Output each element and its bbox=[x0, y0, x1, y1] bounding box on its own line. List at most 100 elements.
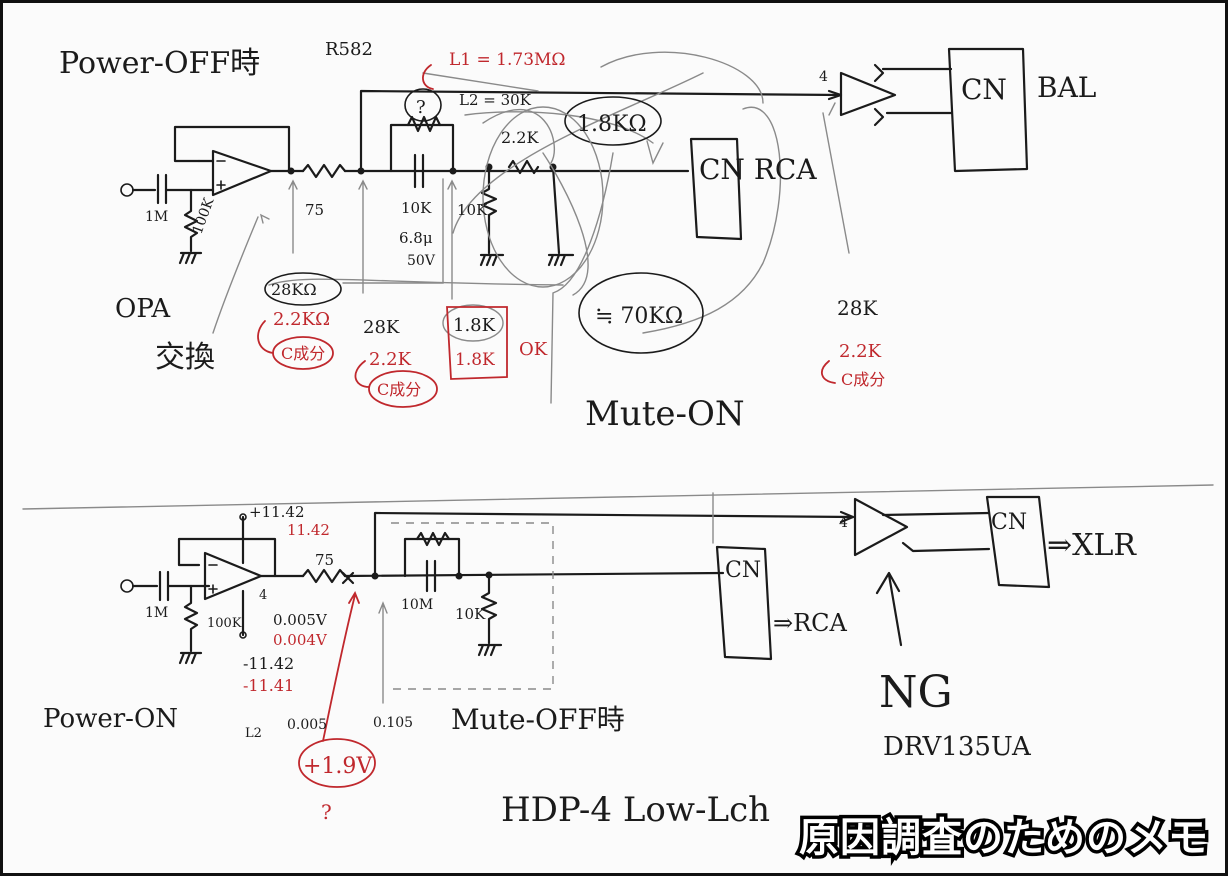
resistor-100k-icon bbox=[183, 584, 199, 653]
ground-icon bbox=[479, 253, 505, 267]
cn-rca-label: CN RCA bbox=[699, 153, 817, 186]
model-label: HDP-4 Low-Lch bbox=[501, 790, 770, 830]
circle-28k bbox=[264, 272, 342, 306]
ng-arrow-icon bbox=[875, 571, 903, 647]
section-divider bbox=[22, 484, 1214, 510]
mute-off-label: Mute-OFF時 bbox=[451, 703, 625, 736]
c-comp-2-label: C成分 bbox=[377, 380, 421, 399]
plus-19v-label: +1.9V bbox=[303, 754, 373, 779]
question-mark: ? bbox=[416, 97, 426, 118]
rca-arrow-label: ⇒RCA bbox=[773, 609, 848, 637]
vminus-label: -11.42 bbox=[243, 654, 294, 673]
vout-label: 0.005V bbox=[273, 611, 328, 629]
resistor-10k-icon bbox=[480, 573, 498, 645]
top-circuit bbox=[120, 47, 1029, 408]
cap10m-label: 10M bbox=[401, 597, 433, 613]
bottom-circuit bbox=[120, 492, 1051, 788]
resistor-10k-icon bbox=[480, 165, 498, 255]
top-title: Power-OFF時 bbox=[59, 46, 260, 81]
vout-red-label: 0.004V bbox=[273, 631, 328, 649]
vminus-red-label: -11.41 bbox=[243, 676, 294, 695]
capacitor-10m-icon bbox=[425, 559, 437, 593]
r1m-b-label: 1M bbox=[145, 605, 168, 621]
connector-xlr-icon bbox=[985, 495, 1051, 589]
xlr-arrow-label: ⇒XLR bbox=[1047, 528, 1137, 563]
r100k-b-label: 100K bbox=[207, 616, 242, 631]
l2-b-value: 0.005 bbox=[287, 717, 327, 733]
connector-rca-icon bbox=[715, 545, 773, 661]
m28k-label: 28K bbox=[363, 317, 400, 338]
v105-label: 0.105 bbox=[373, 715, 413, 731]
opamp-icon bbox=[203, 551, 263, 601]
cn-rca-b-label: CN bbox=[725, 558, 761, 583]
m1-8k-label: 1.8K bbox=[453, 315, 496, 336]
circle-1-8k bbox=[564, 96, 662, 146]
power-on-label: Power-ON bbox=[43, 704, 178, 734]
question-circle bbox=[404, 88, 442, 122]
mute-on-label: Mute-ON bbox=[585, 394, 745, 434]
approx-70k-label: ≒ 70KΩ bbox=[595, 304, 683, 329]
ground-icon bbox=[477, 643, 503, 657]
connector-rca-icon bbox=[689, 137, 743, 241]
capacitor-6-8u-icon bbox=[413, 153, 425, 189]
red-c-circle-2 bbox=[368, 370, 438, 408]
r75-b-label: 75 bbox=[315, 551, 334, 569]
m28k-ohm-label: 28KΩ bbox=[271, 280, 317, 299]
xlr-driver-icon bbox=[853, 497, 909, 557]
circle-loop bbox=[482, 106, 604, 288]
resistor-100k-icon bbox=[183, 188, 199, 253]
c-comp-1-label: C成分 bbox=[281, 344, 325, 363]
cn-xlr-label: CN bbox=[991, 510, 1027, 535]
ground-icon bbox=[547, 253, 575, 267]
connector-bal-icon bbox=[947, 47, 1029, 173]
pin4-xlr-label: 4 bbox=[839, 515, 848, 531]
r10k-b2-label: 10K bbox=[455, 605, 486, 623]
schematic-drawing bbox=[22, 47, 1214, 788]
c-comp-3-label: C成分 bbox=[841, 370, 885, 389]
exchange-label: 交換 bbox=[155, 340, 215, 375]
m28k-right-label: 28K bbox=[837, 296, 878, 320]
r100k-label: 100K bbox=[190, 195, 218, 236]
ng-label: NG bbox=[879, 667, 953, 718]
circle-70k bbox=[578, 272, 704, 354]
r2-2k-label: 2.2K bbox=[501, 128, 539, 147]
opa-label: OPA bbox=[115, 294, 171, 324]
r1m-label: 1M bbox=[145, 209, 168, 225]
circle-1-8k-measure bbox=[442, 304, 504, 342]
ok-label: OK bbox=[519, 339, 548, 360]
part-label: DRV135UA bbox=[883, 732, 1032, 762]
m2-2k-red-label: 2.2KΩ bbox=[273, 309, 330, 330]
cn-bal-label: CN bbox=[961, 73, 1007, 106]
r10k-a-label: 10K bbox=[401, 199, 432, 217]
resistor-parallel-icon bbox=[415, 531, 451, 547]
question-red-label: ? bbox=[321, 800, 332, 824]
l2-label: L2 = 30K bbox=[459, 91, 532, 109]
vplus-label: +11.42 bbox=[249, 503, 305, 521]
opamp-icon bbox=[211, 149, 273, 197]
l2-b-label: L2 bbox=[245, 726, 262, 741]
pin4-b-label: 4 bbox=[259, 588, 267, 603]
mute-box bbox=[391, 522, 554, 690]
balanced-driver-icon bbox=[839, 71, 897, 117]
resistor-75-icon bbox=[301, 163, 347, 179]
caption-overlay: 原因調査のためのメモ bbox=[796, 812, 1212, 865]
ground-icon bbox=[178, 251, 203, 265]
part-ref: R582 bbox=[325, 39, 373, 60]
l1-label: L1 = 1.73MΩ bbox=[449, 50, 566, 70]
r75-label: 75 bbox=[305, 201, 324, 219]
resistor-75-icon bbox=[301, 568, 347, 584]
vplus-red-label: 11.42 bbox=[287, 521, 330, 539]
bal-label: BAL bbox=[1037, 71, 1096, 104]
r10k-b-label: 10K bbox=[457, 201, 488, 219]
cap-voltage-label: 50V bbox=[407, 253, 436, 269]
resistor-2-2k-icon bbox=[507, 159, 540, 175]
m2-2k-red-right-label: 2.2K bbox=[839, 341, 882, 362]
red-circle-1-9v bbox=[298, 738, 376, 788]
label-layer: Power-OFF時 R582 L1 = 1.73MΩ ? L2 = 30K 7… bbox=[43, 39, 1137, 830]
ground-icon bbox=[178, 651, 203, 665]
m2-2k-red-b-label: 2.2K bbox=[369, 349, 412, 370]
m1-8k-red-label: 1.8K bbox=[455, 350, 495, 370]
ok-box bbox=[446, 306, 508, 380]
cap-value-label: 6.8μ bbox=[399, 229, 433, 247]
